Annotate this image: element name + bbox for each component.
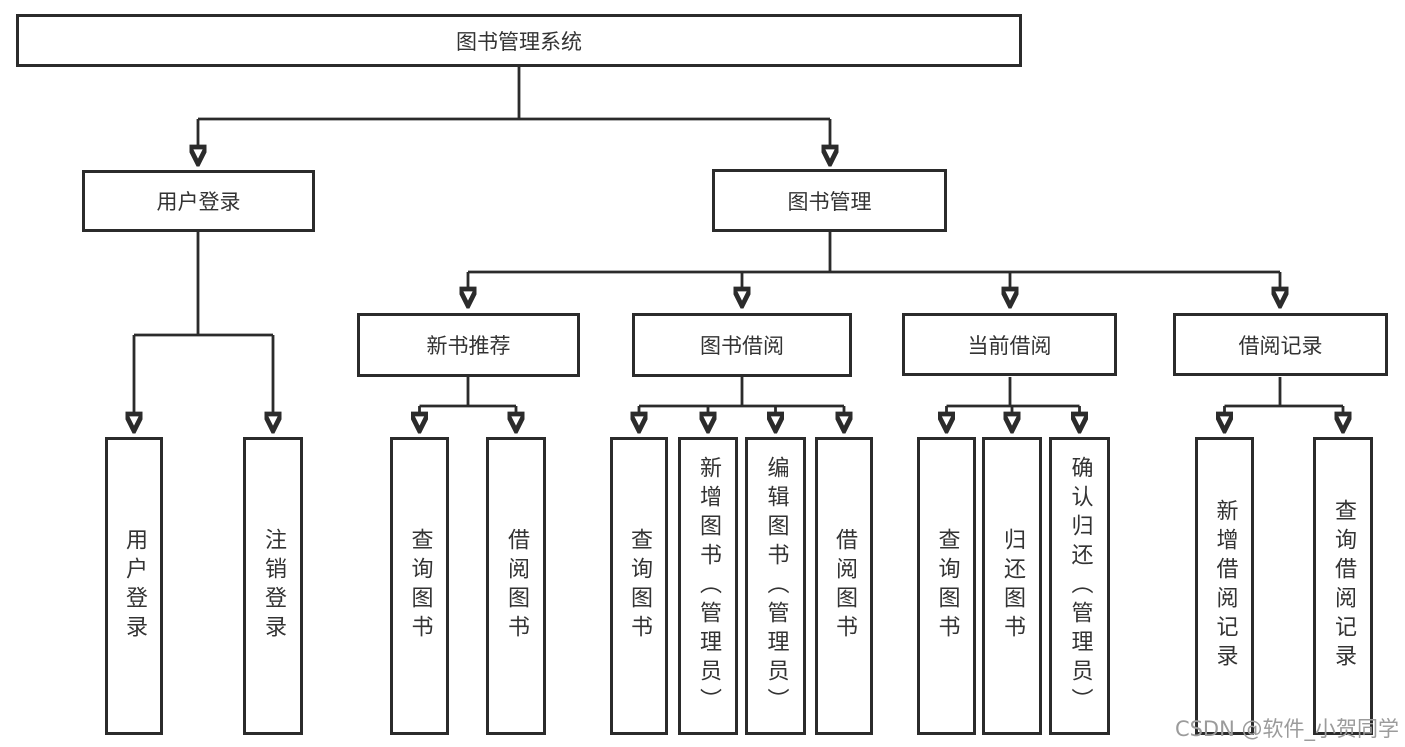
node-user-login: 用户登录: [82, 170, 315, 232]
connector-login-rail: [134, 232, 273, 337]
leaf-borrow-books: 借阅图书: [815, 437, 873, 735]
node-label: 图书管理: [787, 189, 872, 214]
leaf-label: 新增图书（管理员）: [696, 455, 721, 717]
node-label: 当前借阅: [967, 333, 1052, 358]
leaf-query-borrow-record: 查询借阅记录: [1313, 437, 1373, 735]
leaf-return-books: 归还图书: [982, 437, 1042, 735]
connector-management-rail: [468, 232, 1280, 274]
node-label: 图书借阅: [700, 334, 784, 358]
leaf-query-books: 查询图书: [610, 437, 668, 735]
leaf-query-books: 查询图书: [390, 437, 449, 735]
connector-root-rail: [198, 67, 830, 121]
node-current-borrowing: 当前借阅: [902, 313, 1117, 376]
leaf-logout: 注销登录: [243, 437, 303, 735]
leaf-confirm-return-admin: 确认归还（管理员）: [1049, 437, 1110, 735]
node-borrowing-records: 借阅记录: [1173, 313, 1388, 376]
node-label: 新书推荐: [426, 334, 511, 358]
leaf-label: 查询图书: [407, 528, 433, 644]
connector-borrow-rail: [639, 377, 844, 408]
leaf-borrow-books: 借阅图书: [486, 437, 546, 735]
node-label: 用户登录: [156, 190, 241, 214]
leaf-label: 注销登录: [261, 528, 286, 644]
connector-records-rail: [1224, 377, 1343, 408]
leaf-query-books: 查询图书: [917, 437, 976, 735]
leaf-edit-book-admin: 编辑图书（管理员）: [745, 437, 806, 735]
leaf-label: 编辑图书（管理员）: [763, 455, 789, 717]
leaf-add-book-admin: 新增图书（管理员）: [678, 437, 738, 735]
leaf-label: 确认归还（管理员）: [1067, 455, 1093, 717]
leaf-label: 查询借阅记录: [1331, 499, 1356, 673]
leaf-label: 借阅图书: [504, 528, 529, 644]
leaf-add-borrow-record: 新增借阅记录: [1195, 437, 1254, 735]
leaf-label: 用户登录: [122, 528, 147, 644]
leaf-label: 借阅图书: [832, 528, 857, 644]
leaf-user-login: 用户登录: [105, 437, 163, 735]
connector-recommend-rail: [419, 377, 516, 408]
node-book-management: 图书管理: [712, 169, 947, 232]
watermark: CSDN @软件_小贺同学: [1174, 717, 1399, 741]
leaf-label: 查询图书: [934, 528, 960, 644]
leaf-label: 新增借阅记录: [1212, 499, 1238, 673]
node-new-book-recommend: 新书推荐: [357, 313, 580, 377]
node-book-borrowing: 图书借阅: [632, 313, 852, 377]
leaf-label: 查询图书: [627, 528, 652, 644]
connector-current-rail: [946, 377, 1080, 408]
node-label: 借阅记录: [1238, 333, 1323, 358]
node-root: 图书管理系统: [16, 14, 1022, 67]
leaf-label: 归还图书: [1000, 528, 1025, 644]
node-root-label: 图书管理系统: [456, 29, 582, 54]
